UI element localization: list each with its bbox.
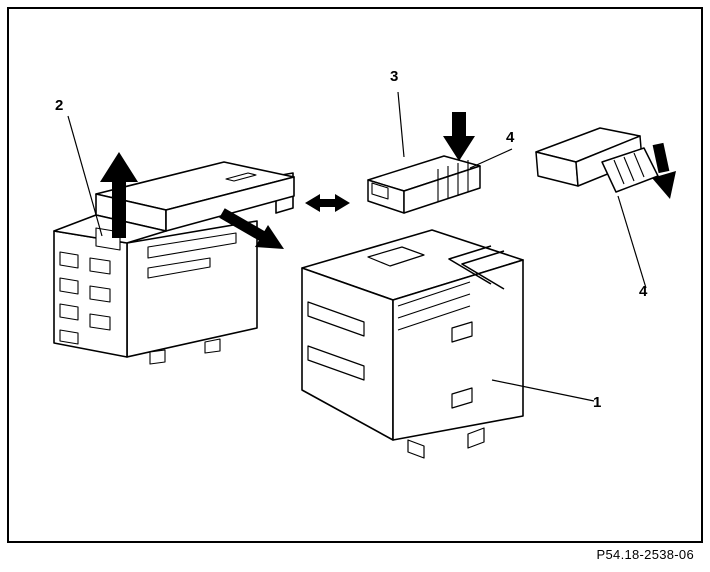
lock-center-side <box>403 165 481 214</box>
main-connector-foot-2 <box>467 427 485 449</box>
terminal-hole <box>89 257 111 275</box>
left-connector-cover-slot <box>225 172 257 182</box>
callout-label-4a: 4 <box>506 129 515 146</box>
terminal-hole <box>59 251 79 269</box>
leader-line-4a <box>469 148 513 169</box>
callout-label-3: 3 <box>390 68 399 85</box>
main-connector-foot-1 <box>407 439 425 459</box>
main-connector-slot-2 <box>307 345 365 381</box>
connector-housing-main <box>301 229 524 459</box>
left-connector-foot-1 <box>149 349 166 365</box>
arrow-double-horizontal <box>305 194 350 212</box>
terminal-hole <box>89 285 111 303</box>
callout-label-1: 1 <box>593 394 602 411</box>
lock-center-ribs <box>437 160 469 202</box>
arrow-down-center <box>443 112 475 161</box>
main-connector-ridges <box>397 281 471 331</box>
left-connector-side-slot-2 <box>147 257 211 279</box>
left-connector-foot-2 <box>204 338 221 354</box>
connector-housing-left <box>53 161 295 365</box>
leader-line-2 <box>67 115 103 237</box>
figure-caption: P54.18-2538-06 <box>596 547 694 562</box>
main-connector-right-face <box>392 259 524 441</box>
lock-center-step <box>371 182 389 200</box>
leader-lines <box>67 91 647 402</box>
arrow-up <box>100 152 138 238</box>
leader-line-4b <box>617 195 647 289</box>
leader-line-3 <box>397 91 405 158</box>
callout-label-4b: 4 <box>639 283 648 300</box>
main-connector-latch-chevron-outer <box>461 250 505 290</box>
figure-border <box>7 7 703 543</box>
terminal-hole <box>59 277 79 295</box>
main-connector-window-1 <box>451 321 473 343</box>
main-connector-slot-1 <box>307 301 365 337</box>
left-connector-side-slot-1 <box>147 232 237 259</box>
arrow-down-right-far <box>652 142 676 199</box>
leader-line-1 <box>491 379 595 402</box>
main-connector-top-opening <box>367 246 425 267</box>
main-connector-latch-chevron-inner <box>448 245 492 285</box>
terminal-hole <box>59 329 79 345</box>
terminal-hole <box>89 313 111 331</box>
left-connector-cover-side <box>165 176 295 232</box>
lock-right-ribs <box>613 152 645 185</box>
lock-part-right <box>535 127 659 193</box>
left-connector-terminal-holes <box>59 251 111 345</box>
callout-label-2: 2 <box>55 97 64 114</box>
terminal-hole <box>59 303 79 321</box>
lock-part-center <box>367 155 481 214</box>
arrow-down-right-cover <box>219 208 284 249</box>
main-connector-window-2 <box>451 387 473 409</box>
